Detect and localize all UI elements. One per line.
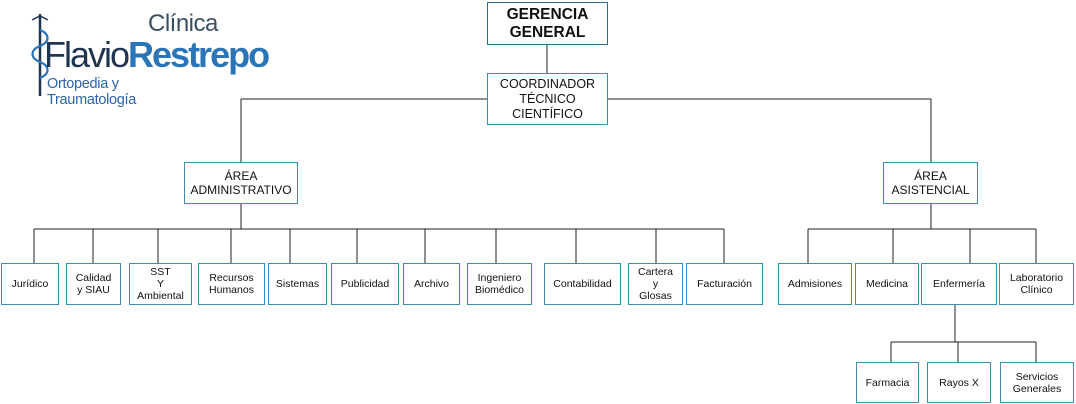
node-label: Calidad y SIAU bbox=[75, 272, 112, 296]
node-assist-unit[interactable]: Admisiones bbox=[778, 263, 852, 305]
clinic-logo: Clínica FlavioRestrepo Ortopedia y Traum… bbox=[28, 8, 270, 108]
node-label: ÁREA ADMINISTRATIVO bbox=[190, 169, 292, 197]
node-admin-unit[interactable]: Jurídico bbox=[1, 263, 59, 305]
node-admin-unit[interactable]: Facturación bbox=[686, 263, 763, 305]
node-label: Facturación bbox=[697, 278, 752, 290]
node-label: ÁREA ASISTENCIAL bbox=[891, 169, 970, 197]
node-label: Jurídico bbox=[11, 278, 49, 290]
node-label: Cartera y Glosas bbox=[637, 266, 673, 302]
node-label: Ingeniero Biomédico bbox=[474, 272, 525, 296]
node-admin-unit[interactable]: Calidad y SIAU bbox=[66, 263, 121, 305]
node-area-asistencial[interactable]: ÁREA ASISTENCIAL bbox=[883, 162, 978, 204]
node-label: Medicina bbox=[865, 278, 909, 290]
logo-tagline: Ortopedia y Traumatología bbox=[47, 76, 137, 108]
node-label: Farmacia bbox=[865, 376, 910, 389]
node-label: Laboratorio Clínico bbox=[1009, 272, 1064, 296]
node-admin-unit[interactable]: Ingeniero Biomédico bbox=[467, 263, 532, 305]
logo-name: FlavioRestrepo bbox=[44, 34, 270, 76]
node-label: Contabilidad bbox=[553, 278, 612, 290]
node-area-administrativo[interactable]: ÁREA ADMINISTRATIVO bbox=[184, 162, 298, 204]
node-assist-unit[interactable]: Enfermería bbox=[921, 263, 997, 305]
node-label: GERENCIA GENERAL bbox=[506, 5, 589, 41]
node-label: Archivo bbox=[413, 278, 449, 290]
node-assist-unit[interactable]: Laboratorio Clínico bbox=[999, 263, 1074, 305]
node-admin-unit[interactable]: Sistemas bbox=[268, 263, 327, 305]
node-nursing-unit[interactable]: Rayos X bbox=[927, 362, 991, 403]
node-label: Sistemas bbox=[275, 278, 320, 290]
node-admin-unit[interactable]: Archivo bbox=[403, 263, 460, 305]
node-label: Recursos Humanos bbox=[209, 272, 254, 296]
node-label: Enfermería bbox=[933, 278, 985, 290]
node-admin-unit[interactable]: Cartera y Glosas bbox=[628, 263, 683, 305]
node-coordinador[interactable]: COORDINADOR TÉCNICO CIENTÍFICO bbox=[487, 73, 608, 125]
node-label: SST Y Ambiental bbox=[137, 266, 184, 302]
node-label: Admisiones bbox=[787, 278, 843, 290]
node-gerencia-general[interactable]: GERENCIA GENERAL bbox=[487, 2, 608, 45]
node-label: Publicidad bbox=[340, 278, 390, 290]
logo-name-last: Restrepo bbox=[128, 34, 270, 75]
node-label: Rayos X bbox=[939, 376, 979, 389]
node-nursing-unit[interactable]: Farmacia bbox=[856, 362, 919, 403]
node-admin-unit[interactable]: SST Y Ambiental bbox=[129, 263, 192, 305]
caduceus-icon bbox=[31, 14, 49, 96]
node-label: COORDINADOR TÉCNICO CIENTÍFICO bbox=[499, 76, 596, 121]
node-assist-unit[interactable]: Medicina bbox=[855, 263, 919, 305]
node-admin-unit[interactable]: Contabilidad bbox=[544, 263, 621, 305]
node-label: Servicios Generales bbox=[1012, 370, 1062, 395]
logo-name-first: Flavio bbox=[44, 34, 130, 75]
logo-clinica-text: Clínica bbox=[148, 10, 218, 37]
node-admin-unit[interactable]: Publicidad bbox=[331, 263, 399, 305]
node-admin-unit[interactable]: Recursos Humanos bbox=[198, 263, 265, 305]
node-nursing-unit[interactable]: Servicios Generales bbox=[1000, 362, 1074, 403]
